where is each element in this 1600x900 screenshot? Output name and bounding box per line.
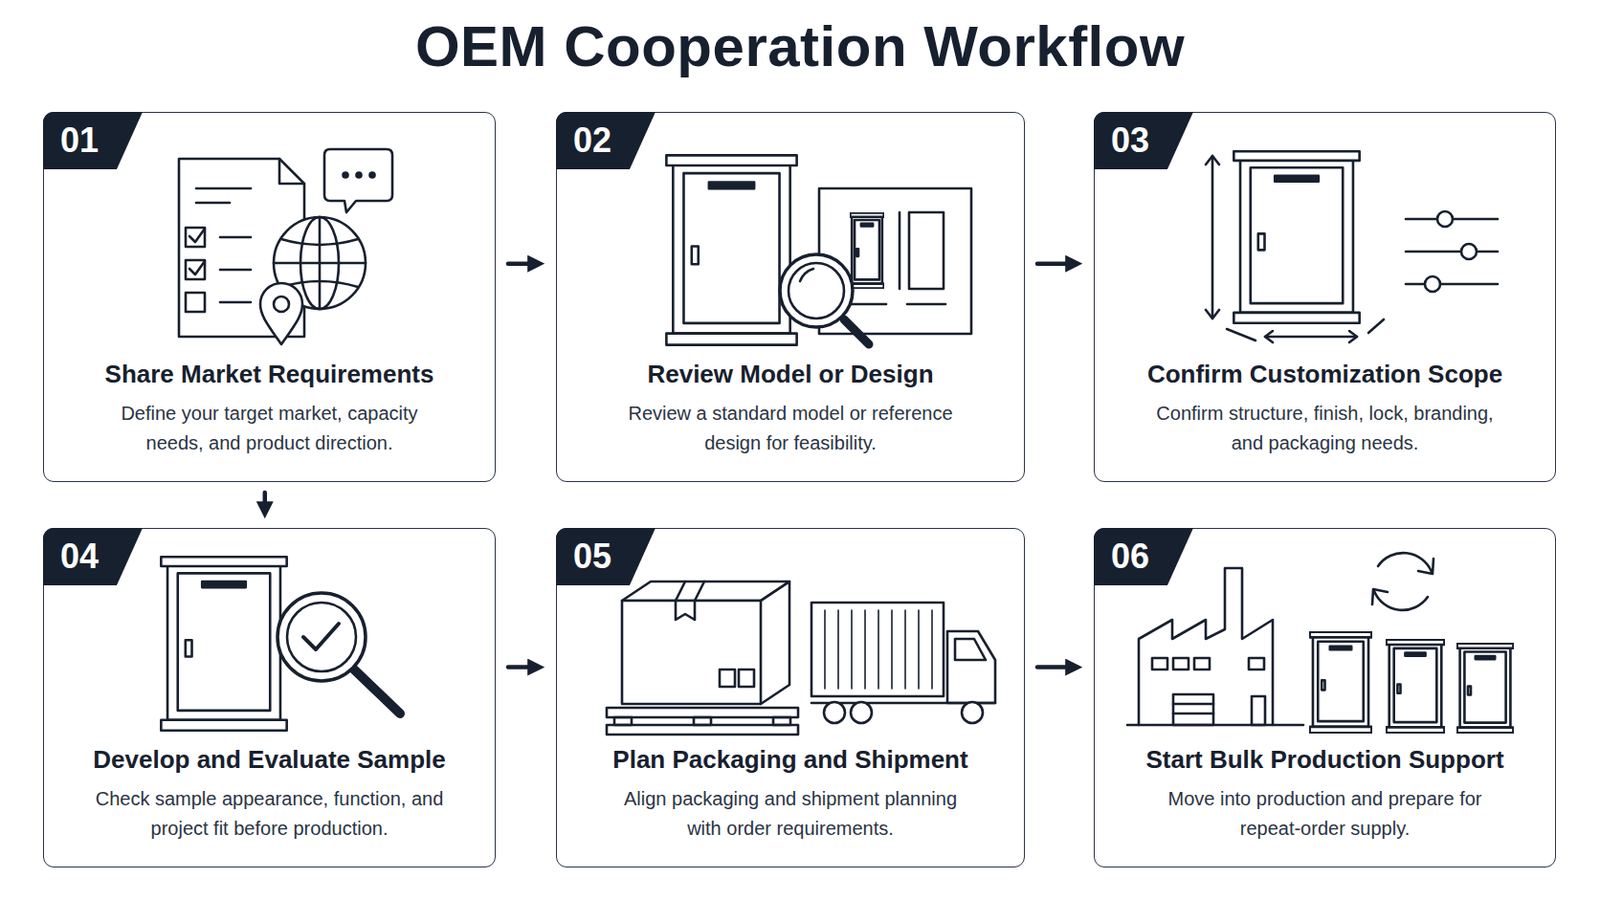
step-heading: Confirm Customization Scope — [1147, 359, 1503, 390]
step-card: 02Review Model or DesignReview a standar… — [555, 111, 1025, 483]
step-description: Review a standard model or reference des… — [613, 399, 968, 459]
step-card: 01Share Market RequirementsDefine your t… — [43, 111, 496, 483]
production-icon — [1127, 553, 1513, 734]
step-heading: Plan Packaging and Shipment — [612, 745, 968, 776]
flow-arrow — [263, 492, 268, 512]
step-card: 04Develop and Evaluate SampleCheck sampl… — [43, 528, 496, 868]
flow-arrow — [1037, 665, 1076, 670]
step-description: Move into production and prepare for rep… — [1148, 784, 1503, 845]
requirements-icon — [178, 149, 393, 345]
step-description: Define your target market, capacity need… — [92, 399, 447, 459]
flow-arrow — [1037, 261, 1076, 267]
step-heading: Develop and Evaluate Sample — [92, 745, 445, 776]
step-description: Check sample appearance, function, and p… — [92, 784, 447, 845]
step-card: 03Confirm Customization ScopeConfirm str… — [1093, 111, 1556, 483]
design-review-icon — [666, 155, 972, 345]
customization-icon — [1205, 151, 1498, 343]
flow-arrow — [508, 261, 538, 267]
step-number: 04 — [43, 528, 143, 586]
step-number: 03 — [1093, 111, 1194, 170]
sample-icon — [160, 556, 400, 732]
step-number: 05 — [555, 528, 656, 586]
step-number: 06 — [1093, 528, 1194, 586]
step-number: 01 — [43, 111, 143, 170]
step-heading: Start Bulk Production Support — [1145, 745, 1504, 776]
shipment-icon — [606, 581, 996, 735]
title: OEM Cooperation Workflow — [0, 13, 1600, 80]
flow-arrow — [508, 665, 538, 670]
step-number: 02 — [555, 111, 656, 170]
step-heading: Share Market Requirements — [105, 359, 435, 390]
step-card: 05Plan Packaging and ShipmentAlign packa… — [555, 528, 1025, 868]
step-description: Confirm structure, finish, lock, brandin… — [1148, 399, 1503, 459]
step-card: 06Start Bulk Production SupportMove into… — [1093, 528, 1556, 868]
step-heading: Review Model or Design — [646, 359, 934, 390]
step-description: Align packaging and shipment planning wi… — [613, 784, 968, 845]
